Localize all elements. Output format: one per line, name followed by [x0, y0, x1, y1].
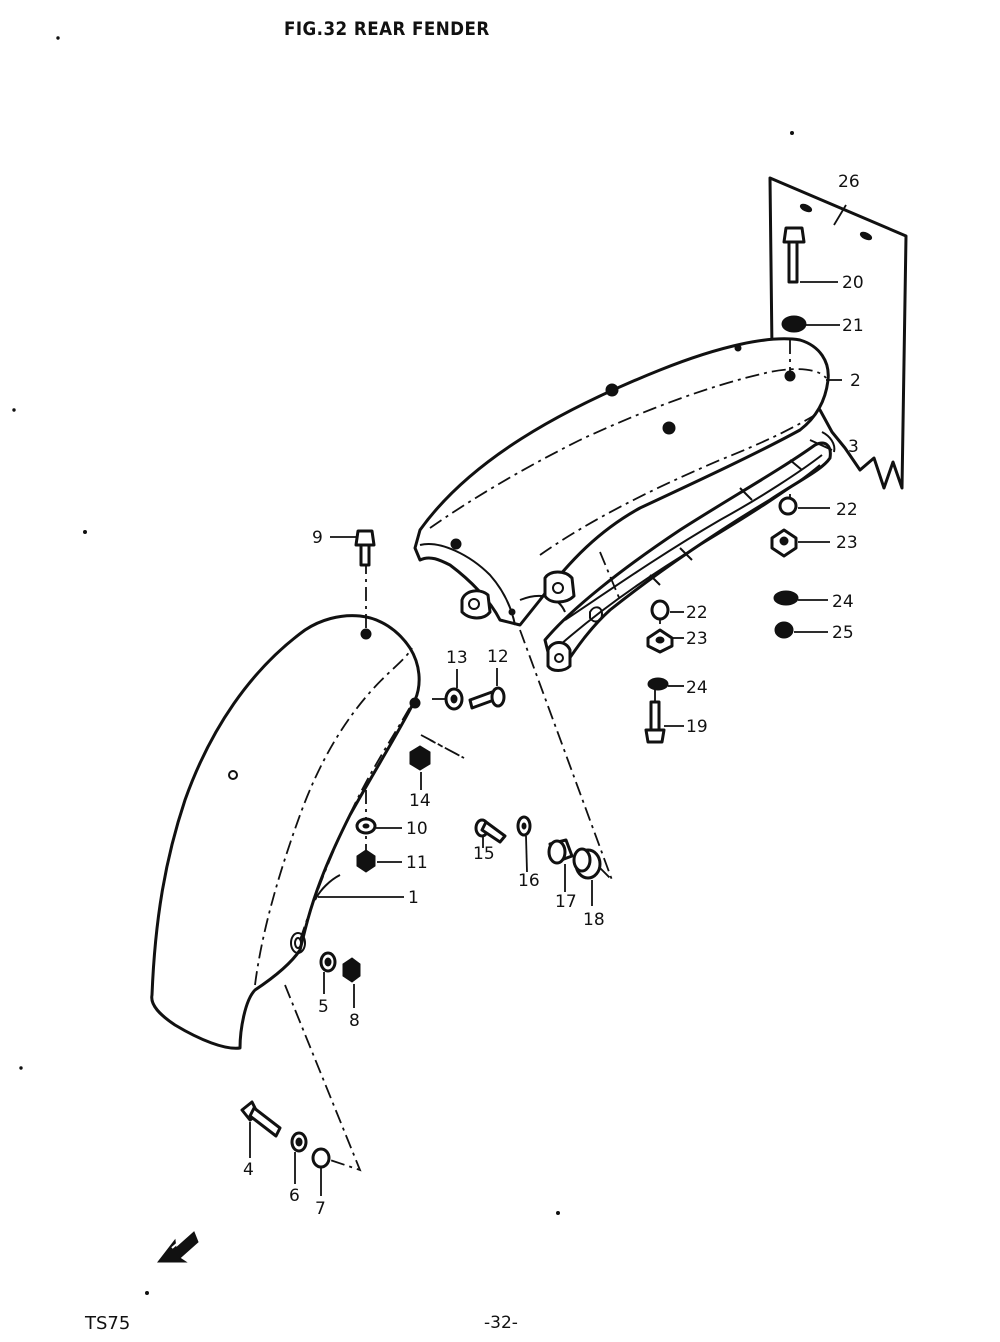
- model-label: TS75: [85, 1313, 131, 1334]
- callout-15: 15: [473, 844, 495, 864]
- callout-19: 19: [686, 717, 708, 737]
- nut-14: [409, 745, 431, 790]
- bolt-4: [240, 1100, 282, 1158]
- callout-24-center: 24: [686, 678, 708, 698]
- cushion-18: [572, 847, 602, 906]
- bolt-20: [782, 226, 838, 284]
- callout-18: 18: [583, 910, 605, 930]
- collar-7: [311, 1147, 331, 1196]
- hardware: [156, 226, 842, 1263]
- front-direction-arrow-icon: [156, 1231, 199, 1263]
- washer-16: [516, 815, 532, 873]
- callout-17: 17: [555, 892, 577, 912]
- collar-22-upper: [778, 496, 830, 516]
- bolt-19: [644, 700, 684, 744]
- washer-24-right: [773, 590, 828, 606]
- callout-16: 16: [518, 871, 540, 891]
- rear-fender-inner-panel: [543, 431, 836, 672]
- callout-2: 2: [850, 371, 861, 391]
- callout-22-upper: 22: [836, 500, 858, 520]
- callout-4: 4: [243, 1160, 254, 1180]
- callout-1: 1: [408, 888, 419, 908]
- rear-fender-front-section: [150, 614, 421, 1050]
- washer-24-center: [647, 677, 684, 691]
- page-number: -32-: [484, 1313, 518, 1333]
- callout-11: 11: [406, 853, 428, 873]
- washer-10: [355, 817, 402, 835]
- callout-22-lower: 22: [686, 603, 708, 623]
- callout-6: 6: [289, 1186, 300, 1206]
- callout-12: 12: [487, 647, 509, 667]
- callout-24-right: 24: [832, 592, 854, 612]
- nut-23-lower: [646, 628, 684, 654]
- callout-13: 13: [446, 648, 468, 668]
- callout-labels: 1 2 3 4 5 6 7 8 9 10 11 12 13 14 15 16 1…: [243, 172, 864, 1219]
- license-plate-bracket: [768, 176, 908, 490]
- callout-5: 5: [318, 997, 329, 1017]
- screw-12: [468, 668, 506, 710]
- callout-10: 10: [406, 819, 428, 839]
- washer-13: [432, 669, 464, 711]
- callout-25: 25: [832, 623, 854, 643]
- callout-3: 3: [848, 437, 859, 457]
- callout-23-lower: 23: [686, 629, 708, 649]
- washer-6: [290, 1131, 308, 1184]
- scan-speckles: [12, 36, 794, 1295]
- callout-7: 7: [315, 1199, 326, 1219]
- callout-23-upper: 23: [836, 533, 858, 553]
- nut-8: [342, 957, 361, 1008]
- rear-fender-rear-section: [413, 337, 830, 627]
- nut-11: [356, 849, 402, 873]
- callout-14: 14: [409, 791, 431, 811]
- figure-title: FIG.32 REAR FENDER: [284, 18, 490, 40]
- callout-21: 21: [842, 316, 864, 336]
- callout-9: 9: [312, 528, 323, 548]
- washer-5: [319, 951, 337, 994]
- collar-17: [547, 838, 574, 892]
- bolt-9: [330, 529, 376, 567]
- nut-25: [774, 621, 828, 639]
- washer-21: [781, 315, 840, 333]
- callout-26: 26: [838, 172, 860, 192]
- callout-20: 20: [842, 273, 864, 293]
- nut-23-upper: [770, 528, 830, 558]
- bolt-15: [474, 818, 507, 848]
- callout-8: 8: [349, 1011, 360, 1031]
- collar-22-lower: [650, 599, 684, 621]
